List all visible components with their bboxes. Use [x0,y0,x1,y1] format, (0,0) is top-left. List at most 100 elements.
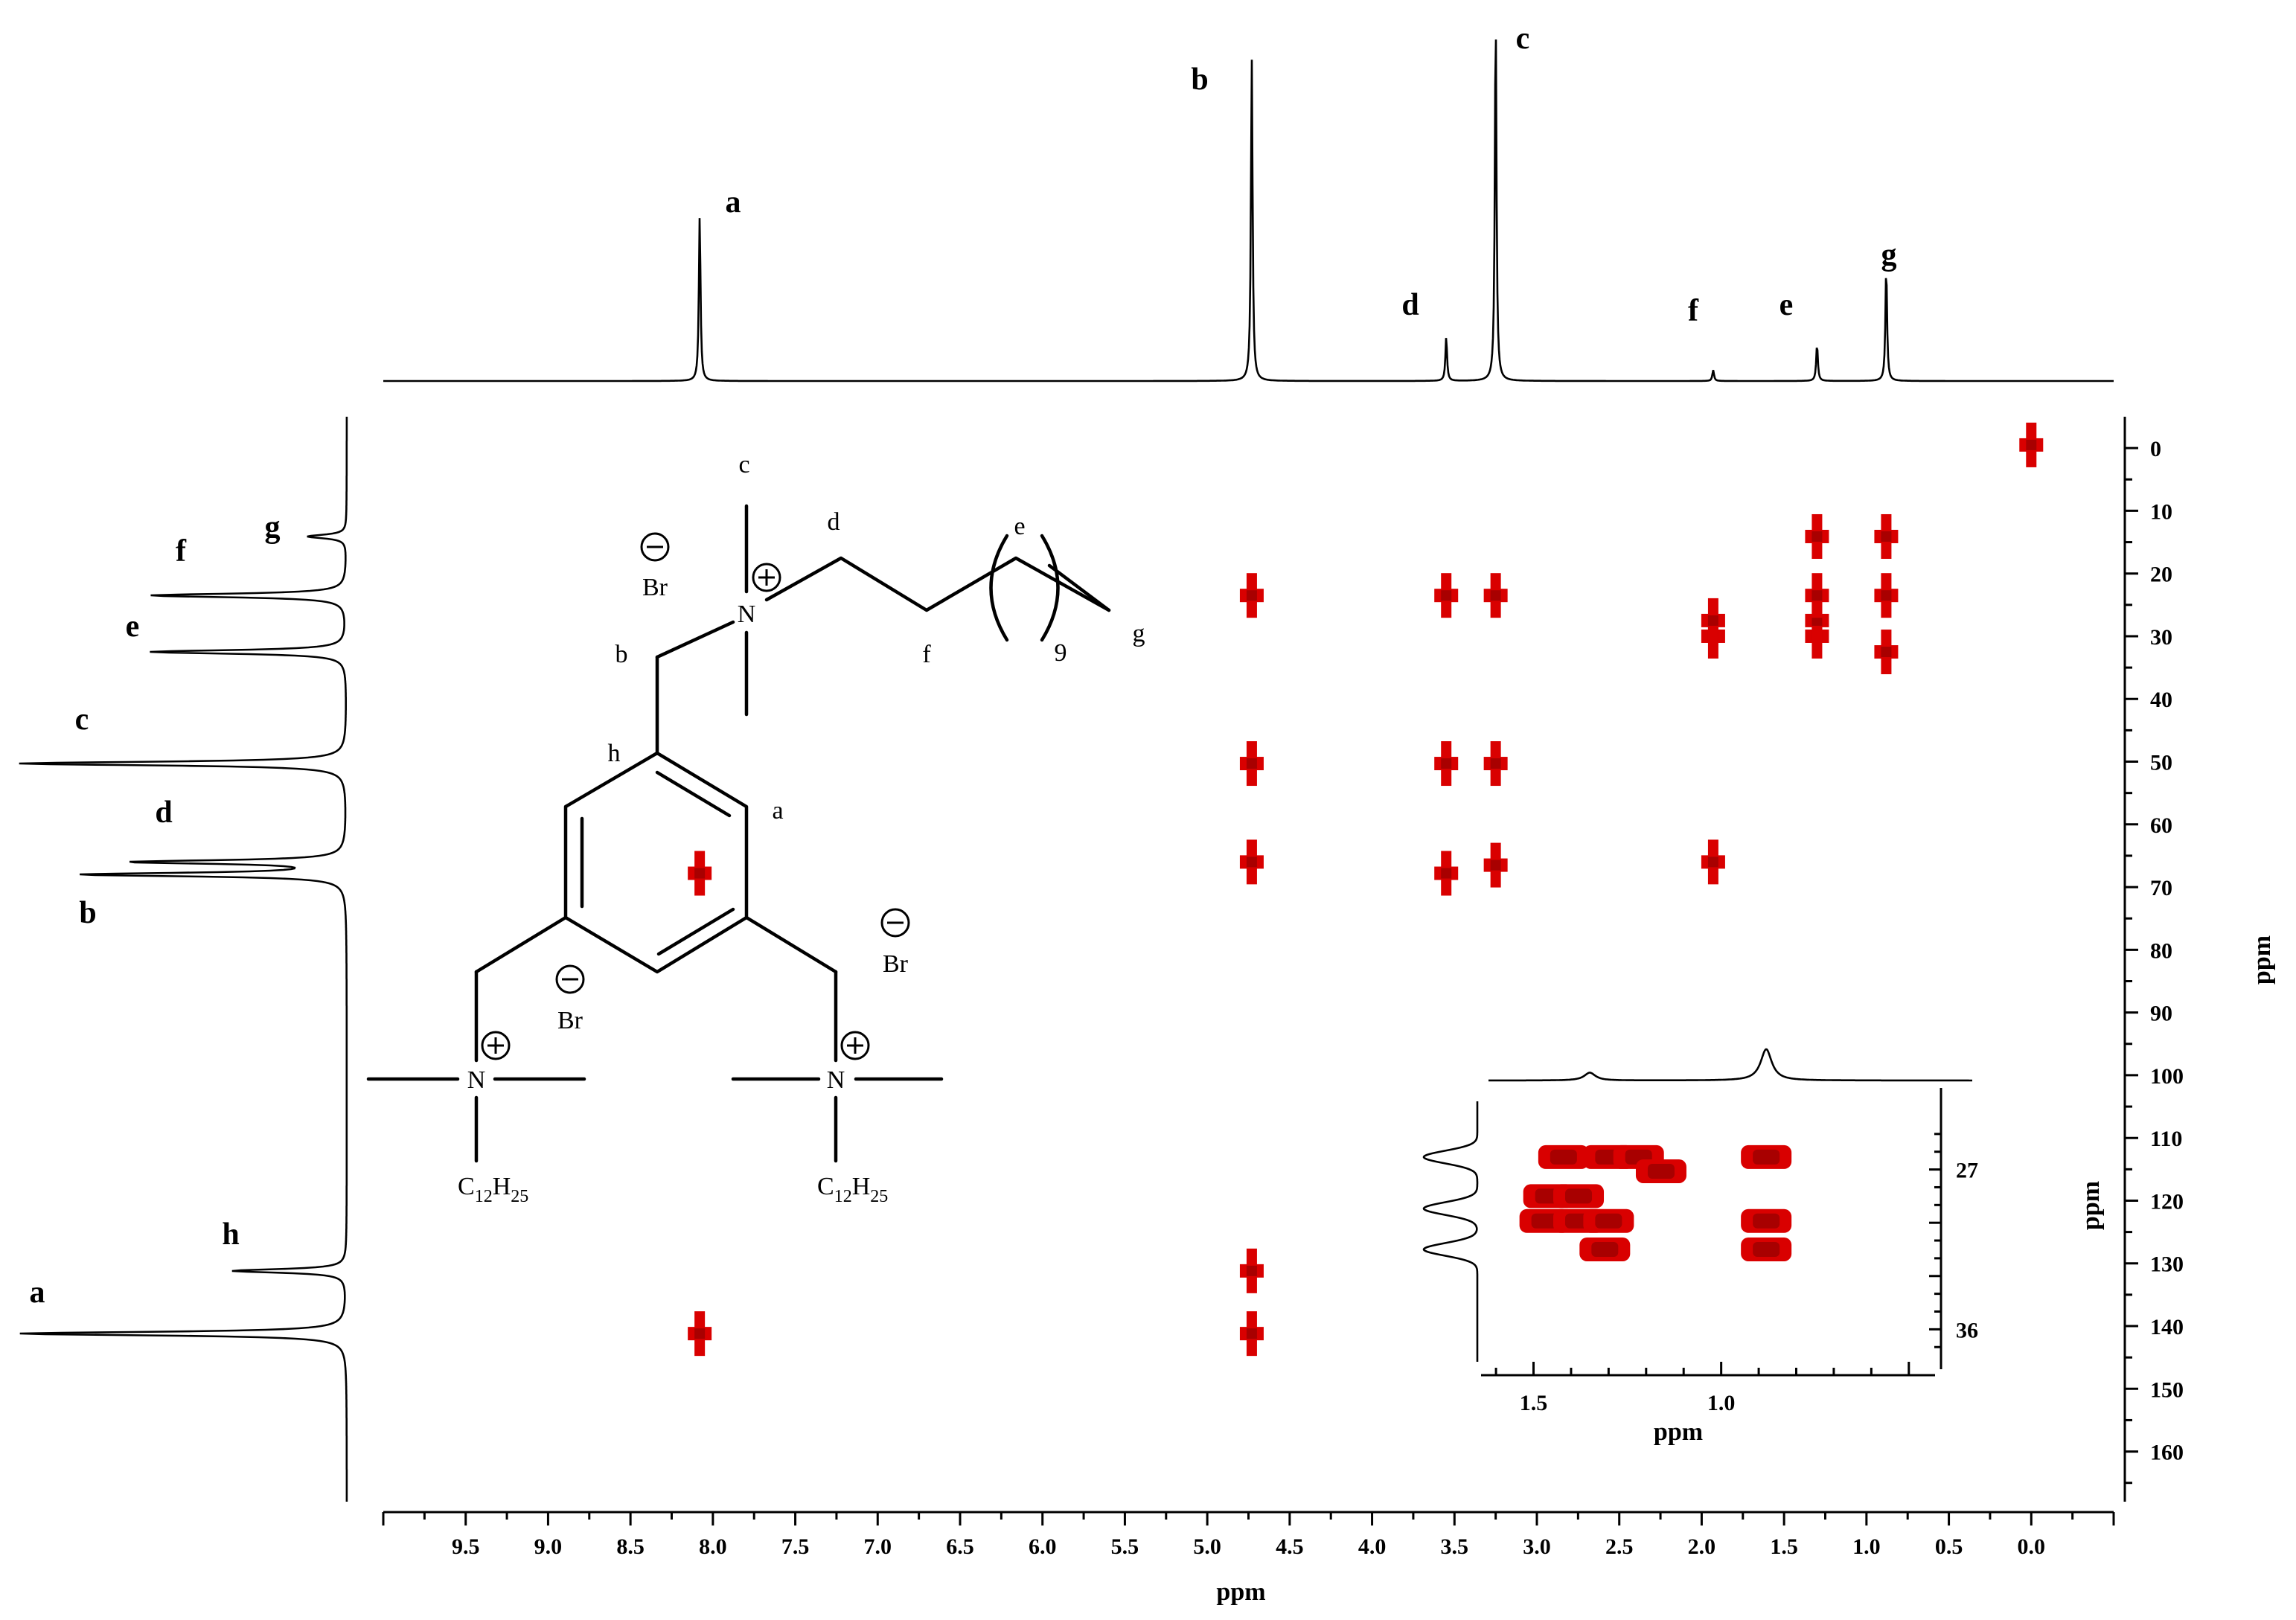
cross-peak [2019,422,2044,467]
inset-x-axis-title: ppm [1654,1418,1703,1446]
ring-double-bond [655,770,732,818]
alkyl-chain-end [1047,563,1111,612]
x-axis-title: ppm [1216,1578,1265,1606]
y-tick-label: 0 [2150,437,2161,461]
atom-label-b: b [615,641,628,668]
plus-charge-icon [752,563,781,592]
cross-peak-core [1246,1328,1257,1339]
inset-cross-peak [1741,1237,1792,1261]
carbon-peak-label: c [75,702,89,737]
proton-peak-label: c [1516,22,1530,56]
x-tick-label: 1.5 [1770,1534,1798,1559]
alkyl-chain [764,556,1111,612]
cross-peak [1701,839,1725,885]
bond-ring-ch2-left [474,915,568,974]
cross-peak [1434,741,1459,787]
molecular-structure: N N N Br Br Br c d e f 9 g b h a C12H25 … [366,451,1145,1206]
inset-cross-peaks [1519,1144,1792,1261]
y-tick-label: 30 [2150,625,2172,650]
cross-peak-core [1441,758,1452,769]
x-tick-label: 0.0 [2018,1534,2046,1559]
carbon-peak-label: h [222,1217,239,1252]
y-tick-label: 20 [2150,563,2172,587]
y-tick-label: 160 [2150,1441,2184,1465]
alkyl-chain-formula-right: C12H25 [817,1173,888,1206]
carbon-peak-label: d [155,795,172,830]
inset-cross-peak [1741,1144,1792,1169]
x-tick-label: 8.0 [699,1534,727,1559]
cross-peak [1239,573,1264,618]
cross-peak [1874,513,1899,559]
cross-peak [1239,839,1264,885]
proton-projection [383,39,2114,382]
atom-label-a: a [772,797,783,825]
inset-cross-peak [1538,1144,1589,1169]
inset-proton-trace [1488,1048,1972,1082]
benzene-ring [563,751,749,974]
bromide-label: Br [557,1007,583,1034]
inset-cross-peak [1583,1208,1634,1233]
cross-peak-core [1490,590,1501,601]
carbon-peak-label: g [265,510,281,545]
atom-label-d: d [828,508,840,536]
x-tick-label: 1.0 [1852,1534,1881,1559]
y-tick-label: 110 [2150,1127,2182,1151]
cross-peak-core [1881,647,1892,658]
nitrogen-left: N [467,1066,486,1094]
cross-peak-core [1881,531,1892,542]
x-tick-label: 3.5 [1441,1534,1469,1559]
carbon-peak-label: f [176,534,187,569]
proton-spectrum-trace [383,39,2114,382]
x-tick-label: 5.5 [1111,1534,1139,1559]
ring-double-bond [656,907,735,956]
inset-y-tick-label: 27 [1956,1159,1978,1183]
plus-charge-icon [840,1031,870,1060]
atom-label-h: h [608,740,621,767]
cross-peak-core [1811,615,1823,626]
cross-peak [1483,741,1508,787]
cross-peak-core [1881,590,1892,601]
cross-peak [1483,842,1508,888]
cross-peak-core [1490,859,1501,871]
inset-peak-core [1647,1163,1675,1179]
inset-carbon-trace [1422,1101,1479,1362]
repeat-count: 9 [1055,639,1067,667]
y-tick-label: 130 [2150,1252,2184,1277]
y-axis-title: ppm [2248,935,2276,985]
inset-y-tick-label: 36 [1956,1318,1978,1342]
repeat-bracket-right [1040,534,1060,642]
x-tick-label: 6.5 [946,1534,974,1559]
y-tick-label: 150 [2150,1377,2184,1402]
bromide-label: Br [642,574,668,601]
y-tick-label: 100 [2150,1064,2184,1089]
nitrogen-top: N [738,601,756,628]
inset-peak-core [1550,1149,1577,1165]
y-tick-label: 120 [2150,1189,2184,1214]
minus-charge-icon [880,908,910,938]
y-tick-label: 80 [2150,938,2172,963]
inset-cross-peak [1635,1159,1686,1183]
y-tick-label: 140 [2150,1315,2184,1339]
minus-charge-icon [640,532,670,562]
x-tick-label: 9.0 [534,1534,563,1559]
proton-peak-label: d [1401,288,1419,322]
x-tick-label: 2.5 [1605,1534,1634,1559]
cross-peak [1483,573,1508,618]
cross-peak-core [1246,758,1257,769]
cross-peak [1805,513,1829,559]
x-tick-label: 2.0 [1688,1534,1716,1559]
cross-peak [1239,741,1264,787]
plus-charge-icon [481,1031,511,1060]
cross-peak [1434,573,1459,618]
atom-label-e: e [1014,513,1025,540]
inset-carbon-projection [1422,1101,1479,1362]
carbon-peak-label: a [30,1275,45,1310]
proton-peak-label: a [726,185,741,220]
y-tick-label: 40 [2150,688,2172,712]
cross-peak-core [1441,590,1452,601]
